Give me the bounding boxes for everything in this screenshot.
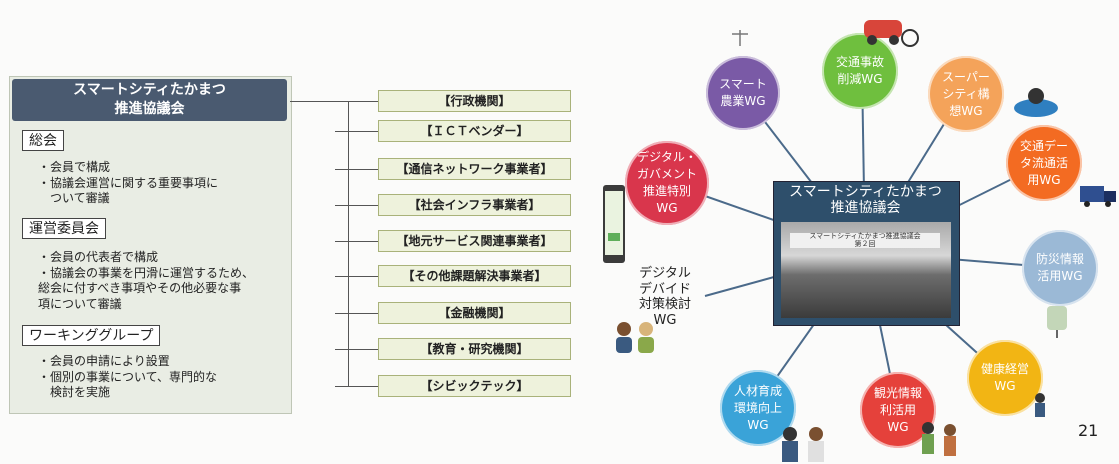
wg-label: 削減WG [837, 72, 883, 86]
section-text-working-group: ・会員の申請により設置 ・個別の事業について、専門的な 検討を実施 [38, 354, 218, 399]
wg-label: スーパー [942, 69, 990, 84]
member-education: 【教育・研究機関】 [378, 338, 571, 360]
page-number: 21 [1078, 421, 1099, 440]
wg-label: 用WG [1027, 172, 1061, 187]
wg-bubble-super-city: スーパー シティ構 想WG [928, 56, 1004, 132]
dd-line: デジタル [639, 266, 691, 281]
dd-line: デバイド [638, 281, 691, 297]
person-icon [1035, 393, 1045, 417]
wg-label: スマート [719, 77, 767, 91]
wg-label: 交通事故 [835, 55, 884, 69]
dd-line: 対策検討 [638, 297, 691, 312]
truck-icon [1080, 186, 1116, 207]
member-telecom: 【通信ネットワーク事業者】 [378, 158, 571, 180]
connector-branch [335, 313, 378, 314]
drone-icon [1047, 306, 1067, 338]
council-title-line2: 推進協議会 [114, 101, 185, 117]
wg-bubble-smart-agriculture: スマート 農業WG [706, 56, 780, 130]
section-text-steering-committee: ・会員の代表者で構成 ・協議会の事業を円滑に運営するため、 総会に付すべき事項や… [38, 250, 255, 311]
students-illustration-icon [782, 427, 824, 462]
wg-label: WG [656, 201, 678, 215]
wg-bubble-digital-government: デジタル・ ガバメント 推進特別 WG [625, 141, 709, 225]
member-local-services: 【地元サービス関連事業者】 [378, 230, 571, 252]
council-title: スマートシティたかまつ 推進協議会 [12, 79, 287, 121]
antenna-icon [732, 30, 748, 46]
wg-label: タ流通活 [1019, 155, 1068, 170]
wg-bubble-traffic-accident: 交通事故 削減WG [822, 33, 898, 109]
council-title-line1: スマートシティたかまつ [73, 82, 226, 98]
center-title-line2: 推進協議会 [830, 200, 901, 216]
connector-branch [335, 241, 378, 242]
wg-bubble-traffic-data: 交通デー タ流通活 用WG [1006, 125, 1082, 201]
wg-label: 防災情報 [1035, 252, 1084, 266]
wg-label: WG [994, 379, 1016, 393]
connector-branch [335, 205, 378, 206]
wg-label: 利活用 [879, 402, 916, 417]
connector-branch [335, 101, 378, 102]
smartphone-icon [603, 185, 625, 263]
wg-label: 想WG [949, 103, 983, 118]
member-other-solutions: 【その他課題解決事業者】 [378, 265, 571, 287]
member-financial: 【金融機関】 [378, 302, 571, 324]
wg-label: 環境向上 [733, 400, 782, 415]
wg-label: デジタル・ [637, 150, 697, 164]
family-illustration-icon [922, 422, 956, 456]
member-infrastructure: 【社会インフラ事業者】 [378, 194, 571, 216]
member-government: 【行政機関】 [378, 90, 571, 112]
people-illustration-icon [616, 322, 654, 353]
wg-bubble-disaster-info: 防災情報 活用WG [1022, 230, 1098, 306]
wg-label: 観光情報 [873, 385, 922, 400]
center-title-line1: スマートシティたかまつ [789, 184, 942, 200]
dd-line: WG [653, 312, 677, 328]
member-ict-vendor: 【ＩＣＴベンダー】 [378, 120, 571, 142]
section-heading-general-assembly: 総会 [22, 130, 64, 151]
connector-branch [335, 169, 378, 170]
flying-car-icon [1014, 88, 1058, 117]
wg-bubble-health-management: 健康経営 WG [967, 340, 1043, 416]
car-illustration-icon [864, 20, 919, 47]
wg-label: 活用WG [1037, 269, 1083, 283]
wg-label: ガバメント [636, 167, 697, 181]
digital-divide-wg-label: デジタル デバイド 対策検討 WG [625, 266, 705, 328]
wg-label: 農業WG [720, 94, 766, 108]
member-civic-tech: 【シビックテック】 [378, 375, 571, 397]
connector-branch [335, 386, 378, 387]
section-text-general-assembly: ・会員で構成 ・協議会運営に関する重要事項に ついて審議 [38, 160, 219, 205]
wg-label: 人材育成 [733, 383, 782, 398]
connector-branch [335, 276, 378, 277]
wg-label: 交通デー [1019, 138, 1068, 153]
wg-label: WG [747, 417, 769, 432]
wg-label: 健康経営 [980, 362, 1029, 376]
photo-banner: スマートシティたかまつ推進協議会 第２回 [790, 232, 940, 248]
wg-label: 推進特別 [642, 184, 691, 198]
connector-branch [335, 131, 378, 132]
section-heading-working-group: ワーキンググループ [22, 325, 161, 346]
connector-spine [348, 101, 349, 386]
center-council-title: スマートシティたかまつ 推進協議会 [776, 184, 955, 216]
wg-label: シティ構 [942, 86, 990, 101]
wg-label: WG [887, 419, 909, 434]
connector-trunk [290, 101, 348, 102]
section-heading-steering-committee: 運営委員会 [22, 218, 106, 239]
connector-branch [335, 349, 378, 350]
